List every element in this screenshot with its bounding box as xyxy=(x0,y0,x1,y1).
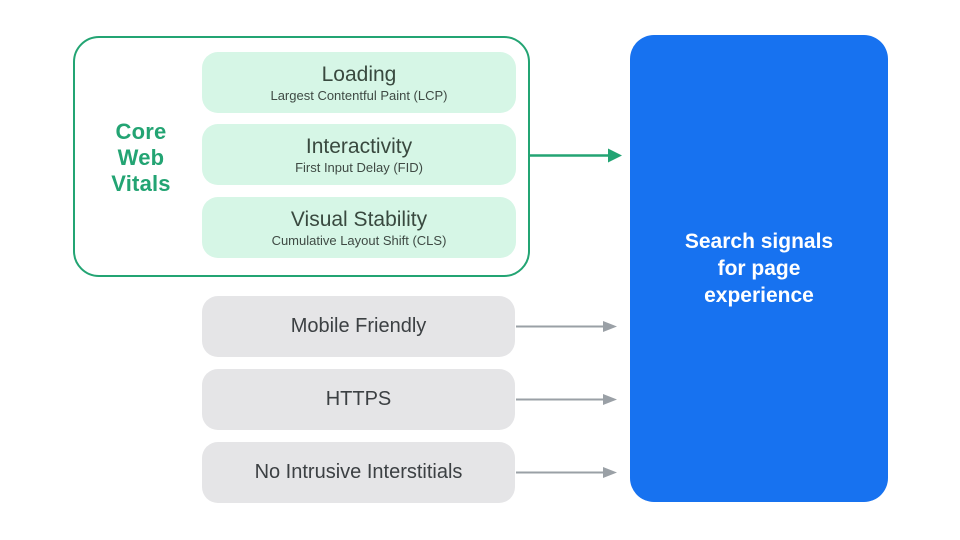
core-web-vitals-label: Core Web Vitals xyxy=(111,119,171,196)
metric-subtitle: First Input Delay (FID) xyxy=(295,159,423,175)
signal-label: HTTPS xyxy=(325,388,392,410)
signal-card-no-intrusive-interstitials: No Intrusive Interstitials xyxy=(202,442,515,503)
signal-label: Mobile Friendly xyxy=(290,315,427,337)
search-signals-panel: Search signals for page experience xyxy=(630,35,888,502)
metric-title: Visual Stability xyxy=(290,207,428,231)
metric-card-visual-stability: Visual Stability Cumulative Layout Shift… xyxy=(202,197,516,258)
metric-subtitle: Cumulative Layout Shift (CLS) xyxy=(271,232,447,248)
metric-title: Interactivity xyxy=(305,134,413,158)
gray-arrow-right-icon xyxy=(516,321,617,332)
green-arrow-right-icon xyxy=(530,148,622,163)
metric-card-interactivity: Interactivity First Input Delay (FID) xyxy=(202,124,516,185)
metric-card-loading: Loading Largest Contentful Paint (LCP) xyxy=(202,52,516,113)
gray-arrow-right-icon xyxy=(516,394,617,405)
signal-label: No Intrusive Interstitials xyxy=(254,461,463,483)
search-signals-label: Search signals for page experience xyxy=(684,230,834,307)
metric-subtitle: Largest Contentful Paint (LCP) xyxy=(270,87,448,103)
gray-arrow-right-icon xyxy=(516,467,617,478)
metric-title: Loading xyxy=(321,62,397,86)
signal-card-mobile-friendly: Mobile Friendly xyxy=(202,296,515,357)
signal-card-https: HTTPS xyxy=(202,369,515,430)
